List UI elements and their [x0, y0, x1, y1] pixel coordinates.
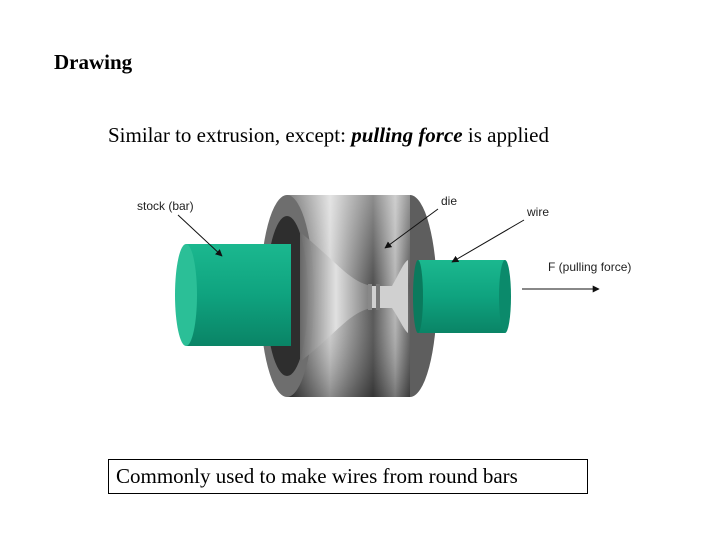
- arrow-die: [384, 208, 439, 249]
- slide-title: Drawing: [54, 50, 133, 74]
- subtitle-suffix: is applied: [462, 123, 549, 147]
- label-wire: wire: [526, 205, 549, 219]
- wire-rod: [413, 260, 511, 333]
- label-force: F (pulling force): [548, 260, 631, 274]
- subtitle-emphasis: pulling force: [351, 123, 463, 147]
- caption-box: Commonly used to make wires from round b…: [108, 459, 588, 494]
- stock-bar: [175, 244, 291, 346]
- arrow-wire: [451, 219, 525, 263]
- label-die: die: [441, 194, 457, 208]
- subtitle-prefix: Similar to extrusion, except:: [108, 123, 352, 147]
- arrow-stock: [177, 214, 223, 257]
- slide-subtitle: Similar to extrusion, except: pulling fo…: [108, 123, 549, 148]
- label-stock: stock (bar): [137, 199, 194, 213]
